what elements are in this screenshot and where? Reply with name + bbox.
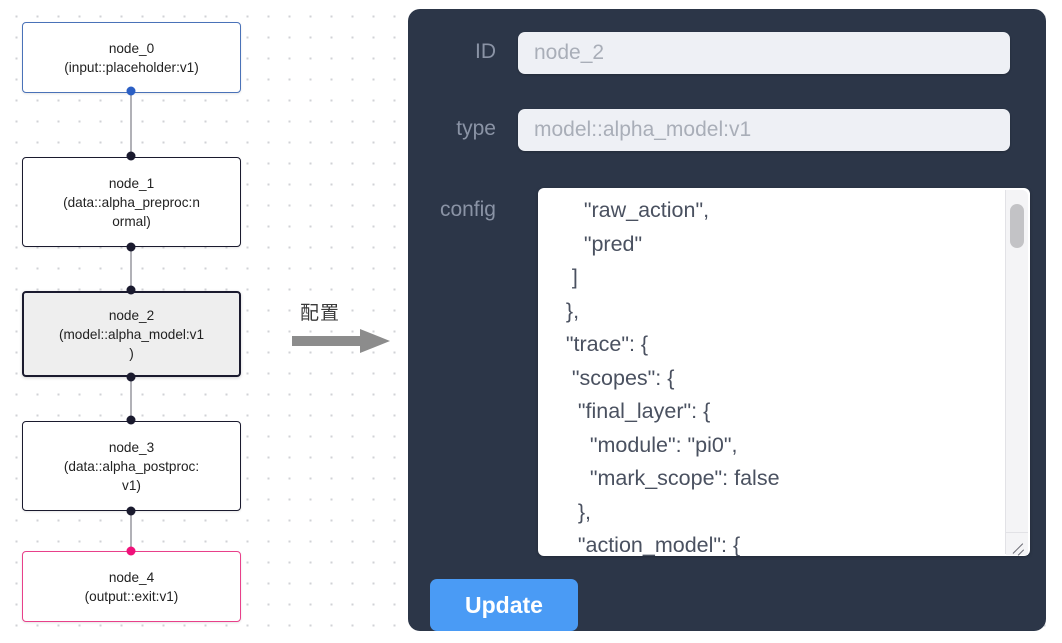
node-handle-node_0-source[interactable] [126, 86, 136, 96]
config-field-label: config [439, 198, 496, 221]
config-scrollbar-thumb[interactable] [1010, 204, 1024, 248]
node-handle-node_2-source[interactable] [126, 372, 136, 382]
node-handle-node_3-source[interactable] [126, 506, 136, 516]
id-input[interactable] [518, 32, 1010, 74]
graph-node-node_0[interactable]: node_0 (input::placeholder:v1) [22, 22, 241, 93]
node-inspector-panel: ID type config Update [408, 9, 1046, 631]
edge-node1-node2 [130, 247, 132, 291]
node-handle-node_1-source[interactable] [126, 242, 136, 252]
type-field-label: type [456, 117, 496, 140]
graph-node-label: node_0 (input::placeholder:v1) [64, 40, 199, 75]
annotation-group: 配置 [292, 298, 400, 360]
graph-node-node_2[interactable]: node_2 (model::alpha_model:v1 ) [22, 291, 241, 377]
graph-node-label: node_4 (output::exit:v1) [84, 569, 179, 604]
graph-node-node_4[interactable]: node_4 (output::exit:v1) [22, 551, 241, 622]
edge-node3-node4 [130, 511, 132, 551]
type-input[interactable] [518, 109, 1010, 151]
field-row-id: ID [408, 32, 1010, 74]
resize-grip-icon[interactable] [1006, 532, 1028, 555]
update-button[interactable]: Update [430, 579, 578, 631]
config-scrollbar[interactable] [1005, 190, 1028, 554]
node-handle-node_3-target[interactable] [126, 415, 136, 425]
node-handle-node_4-target[interactable] [126, 546, 136, 556]
graph-node-label: node_1 (data::alpha_preproc:n ormal) [63, 175, 200, 229]
node-handle-node_1-target[interactable] [126, 151, 136, 161]
id-field-label: ID [475, 40, 496, 63]
graph-node-label: node_3 (data::alpha_postproc: v1) [63, 439, 200, 493]
config-editor [538, 188, 1030, 556]
edge-node0-node1 [130, 89, 132, 157]
graph-node-node_3[interactable]: node_3 (data::alpha_postproc: v1) [22, 421, 241, 511]
right-arrow-icon [292, 328, 392, 359]
graph-node-label: node_2 (model::alpha_model:v1 ) [58, 307, 205, 361]
field-row-type: type [408, 109, 1010, 151]
config-textarea[interactable] [538, 188, 1030, 556]
node-handle-node_2-target[interactable] [126, 285, 136, 295]
graph-node-node_1[interactable]: node_1 (data::alpha_preproc:n ormal) [22, 157, 241, 247]
annotation-label: 配置 [300, 303, 341, 324]
edge-node2-node3 [130, 377, 132, 421]
